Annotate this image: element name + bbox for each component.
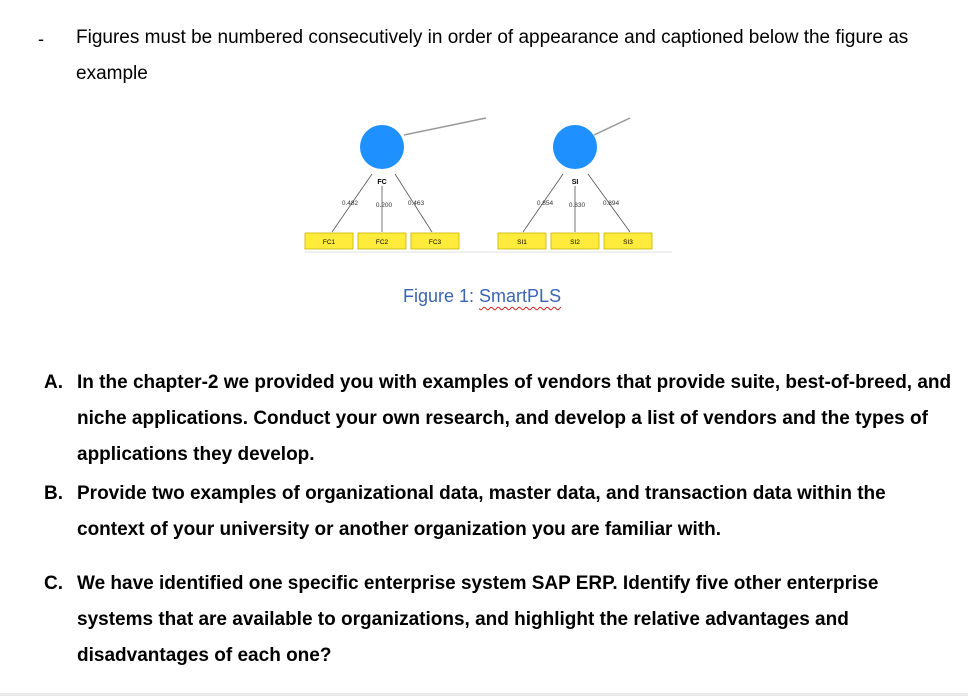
indicator-label: SI2 — [570, 239, 580, 246]
question-text: In the chapter-2 we provided you with ex… — [77, 372, 952, 465]
loading-line-si1 — [522, 173, 564, 233]
indicator-box-si1 — [497, 232, 547, 250]
loading-line-si3 — [587, 173, 631, 233]
loading-value: 0.463 — [408, 200, 425, 207]
latent-fc-circle — [360, 125, 404, 169]
intro-text: Figures must be numbered consecutively i… — [76, 27, 909, 84]
question-marker: A. — [44, 372, 63, 393]
path-arrow-fc — [403, 117, 487, 136]
question-marker: C. — [44, 573, 63, 594]
loading-line-fc3 — [394, 173, 433, 233]
question-b: B. Provide two examples of organizationa… — [44, 476, 954, 548]
loading-value: 0.200 — [376, 202, 393, 209]
loading-value: 0.830 — [569, 202, 586, 209]
loading-value: 0.854 — [537, 200, 554, 207]
smartpls-figure: FC SI 0.482 0.200 0.463 0.854 0.830 0.89… — [300, 110, 680, 260]
loading-value: 0.482 — [342, 200, 359, 207]
caption-name: SmartPLS — [479, 286, 562, 306]
loading-value: 0.894 — [603, 200, 620, 207]
figure-caption: Figure 1: SmartPLS — [403, 286, 561, 307]
question-text: Provide two examples of organizational d… — [77, 483, 886, 540]
indicator-label: SI3 — [623, 239, 633, 246]
page-bottom-edge — [0, 693, 968, 696]
indicator-box-si2 — [550, 232, 600, 250]
question-c: C. We have identified one specific enter… — [44, 566, 954, 674]
question-marker: B. — [44, 483, 63, 504]
latent-si-label: SI — [572, 179, 579, 186]
caption-prefix: Figure 1: — [403, 286, 480, 306]
bullet-dash: - — [38, 29, 44, 49]
indicator-label: SI1 — [517, 239, 527, 246]
indicator-label: FC2 — [376, 239, 389, 246]
path-arrow-si — [593, 117, 631, 136]
indicator-box-fc1 — [304, 232, 354, 250]
indicator-box-fc2 — [357, 232, 407, 250]
latent-si-circle — [553, 125, 597, 169]
question-text: We have identified one specific enterpri… — [77, 573, 879, 666]
indicator-box-si3 — [603, 232, 653, 250]
question-a: A. In the chapter-2 we provided you with… — [44, 365, 954, 473]
loading-line-fc1 — [331, 173, 373, 233]
indicator-box-fc3 — [410, 232, 460, 250]
latent-fc-label: FC — [377, 179, 386, 186]
indicator-label: FC3 — [429, 239, 442, 246]
indicator-label: FC1 — [323, 239, 336, 246]
path-model-diagram: FC SI 0.482 0.200 0.463 0.854 0.830 0.89… — [304, 117, 672, 253]
